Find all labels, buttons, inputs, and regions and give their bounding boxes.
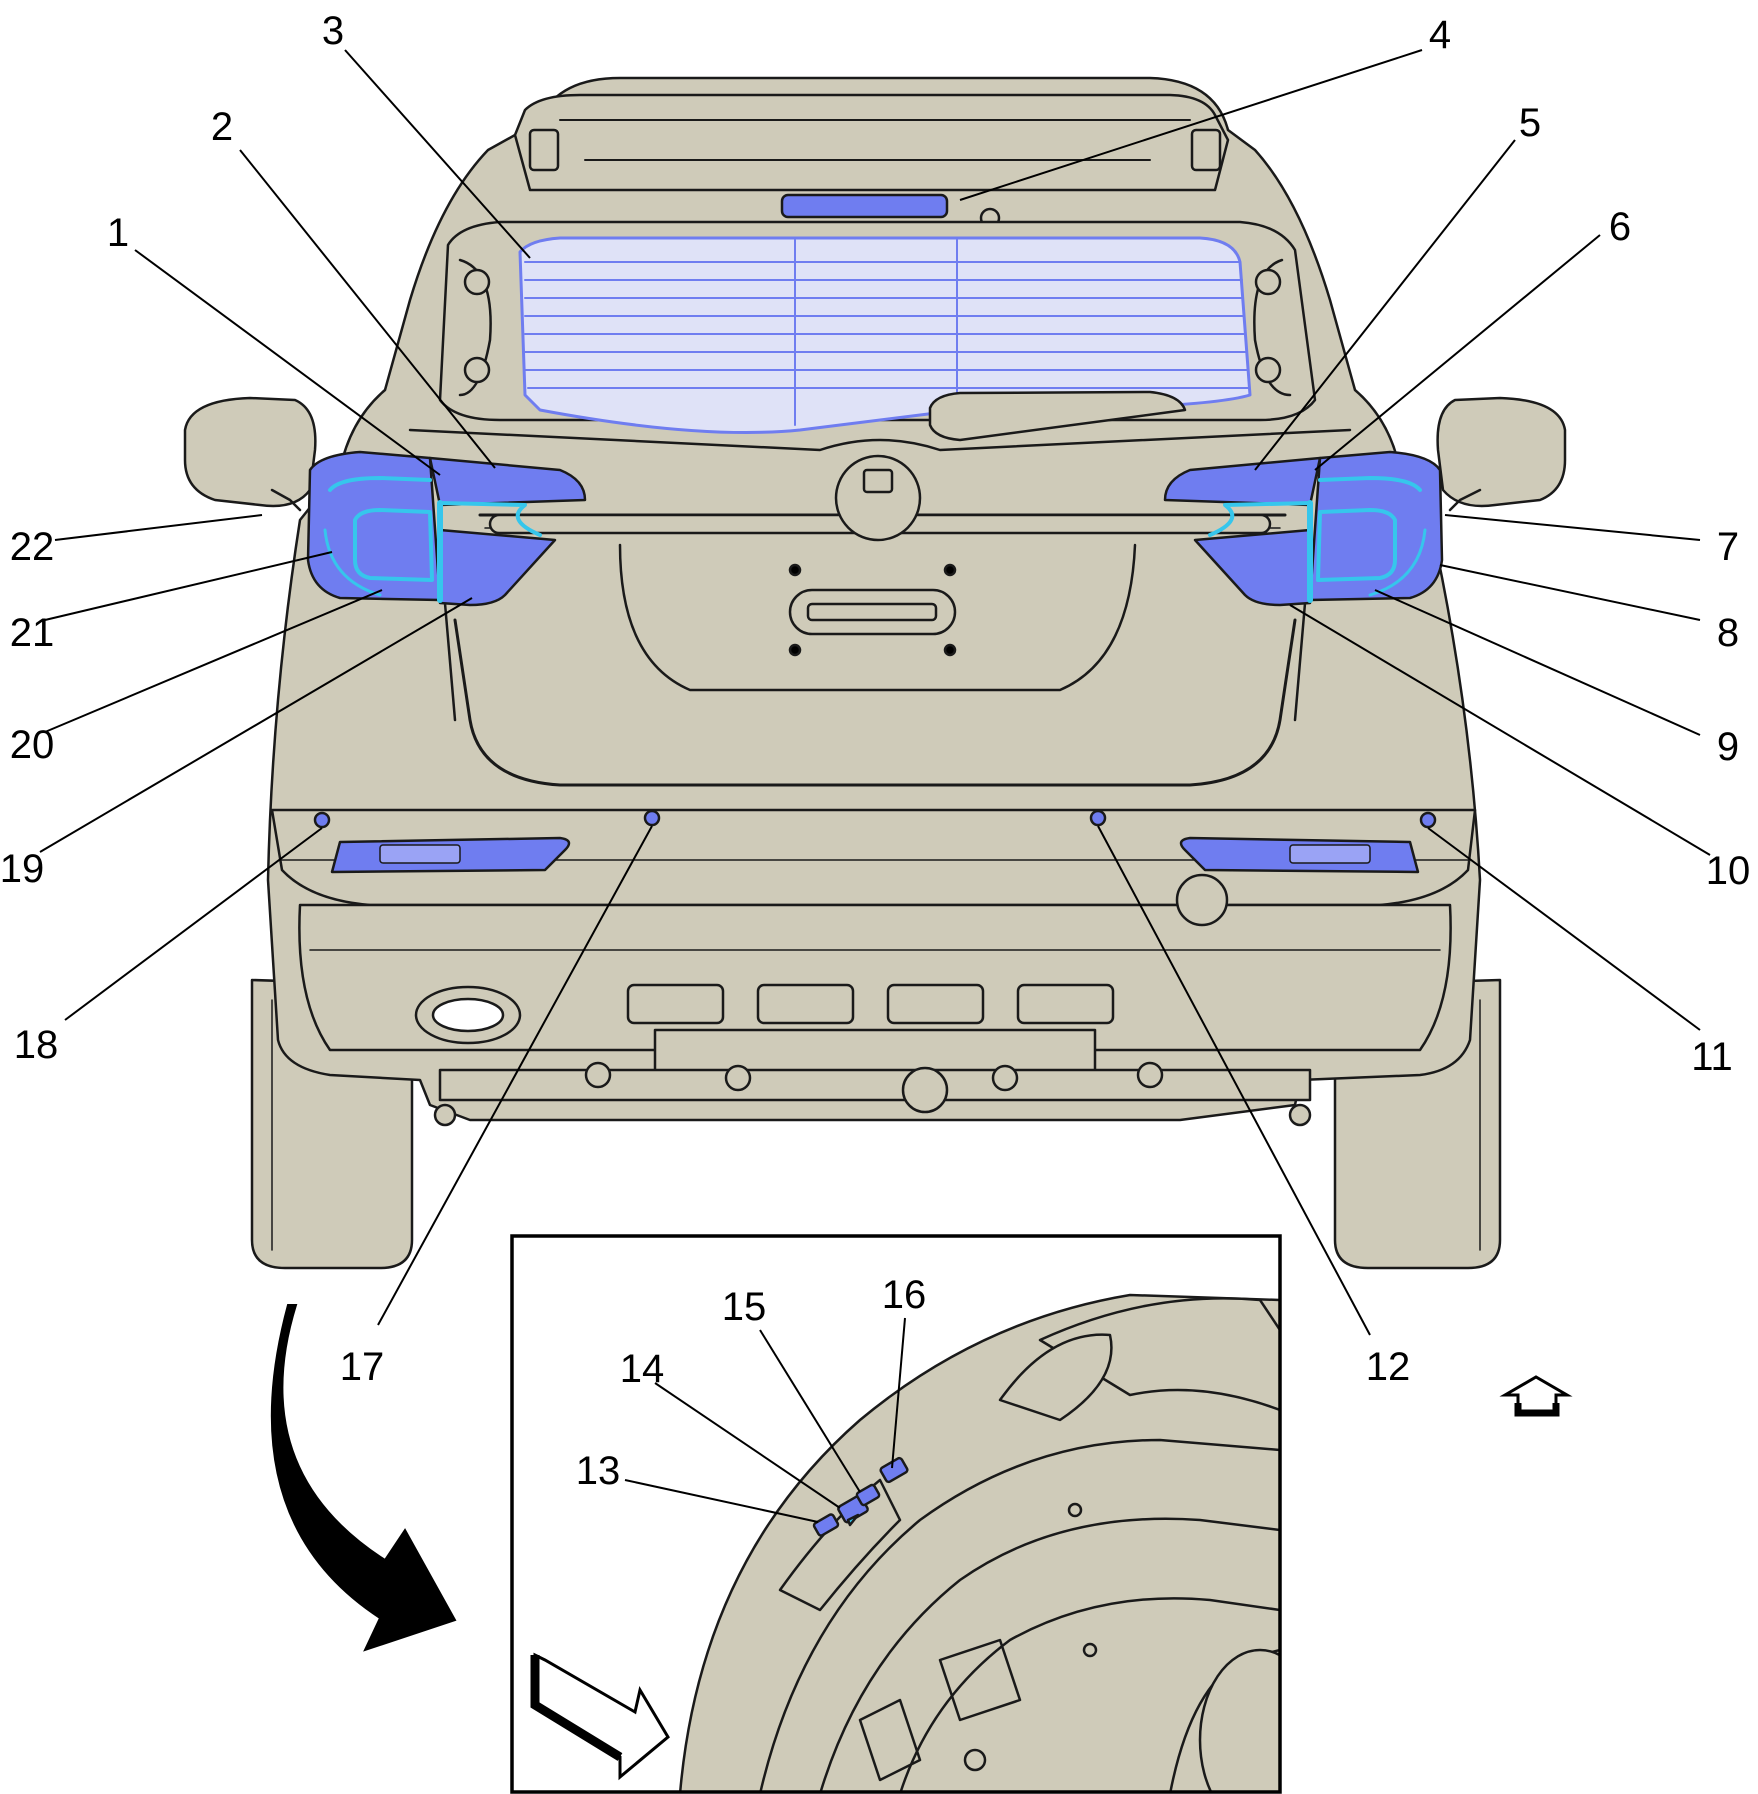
callout-13: 13 bbox=[576, 1449, 621, 1493]
callout-19: 19 bbox=[0, 847, 44, 891]
inset-detail-view bbox=[510, 1234, 1282, 1794]
left-tail-lamp-lower bbox=[438, 528, 557, 607]
parking-sensor-right-inner bbox=[1089, 809, 1107, 827]
parking-sensor-left-inner bbox=[643, 809, 661, 827]
callout-20: 20 bbox=[10, 723, 55, 767]
curved-arrow-icon bbox=[270, 1304, 457, 1652]
right-tail-lamp-lower bbox=[1193, 528, 1312, 607]
parking-sensor-right-outer bbox=[1419, 811, 1437, 829]
callout-1: 1 bbox=[107, 211, 129, 255]
callout-2: 2 bbox=[211, 105, 233, 149]
rear-emblem bbox=[834, 454, 922, 542]
parking-sensor-left-outer bbox=[313, 811, 331, 829]
leader-lines bbox=[39, 49, 1711, 1523]
callout-12: 12 bbox=[1366, 1345, 1411, 1389]
left-outside-mirror bbox=[183, 396, 317, 508]
callout-10: 10 bbox=[1706, 849, 1751, 893]
up-arrow-icon bbox=[1499, 1375, 1573, 1417]
callout-16: 16 bbox=[882, 1273, 927, 1317]
callout-labels: 1 2 3 4 5 6 7 8 9 10 11 12 13 14 15 16 1… bbox=[0, 9, 1750, 1493]
high-mount-stop-lamp bbox=[780, 193, 949, 219]
rear-defogger-grid bbox=[524, 239, 1249, 426]
rear-wiper bbox=[928, 390, 1187, 442]
callout-17: 17 bbox=[340, 1345, 385, 1389]
switch-16 bbox=[879, 1456, 909, 1484]
callout-9: 9 bbox=[1717, 725, 1739, 769]
callout-14: 14 bbox=[620, 1347, 665, 1391]
diagonal-arrow-icon bbox=[530, 1652, 670, 1781]
callout-22: 22 bbox=[10, 525, 55, 569]
callout-8: 8 bbox=[1717, 611, 1739, 655]
callout-11: 11 bbox=[1691, 1035, 1733, 1079]
callout-15: 15 bbox=[722, 1285, 767, 1329]
switch-15 bbox=[855, 1483, 881, 1507]
lower-bumper-fascia bbox=[298, 903, 1452, 1052]
right-outside-mirror bbox=[1436, 396, 1567, 508]
left-tail-lamp-inner bbox=[428, 456, 587, 507]
inset-frame bbox=[510, 1234, 1282, 1794]
roof-spoiler bbox=[513, 93, 1230, 192]
switch-13 bbox=[812, 1513, 840, 1537]
callout-6: 6 bbox=[1609, 205, 1631, 249]
callout-21: 21 bbox=[10, 611, 55, 655]
callout-7: 7 bbox=[1717, 525, 1739, 569]
right-tail-lamp-inner bbox=[1163, 456, 1322, 507]
fuel-door bbox=[1175, 873, 1229, 927]
vehicle-rear-view bbox=[183, 76, 1567, 1270]
callout-18: 18 bbox=[14, 1023, 59, 1067]
callout-4: 4 bbox=[1429, 13, 1451, 57]
callout-3: 3 bbox=[322, 9, 344, 53]
callout-5: 5 bbox=[1519, 101, 1541, 145]
